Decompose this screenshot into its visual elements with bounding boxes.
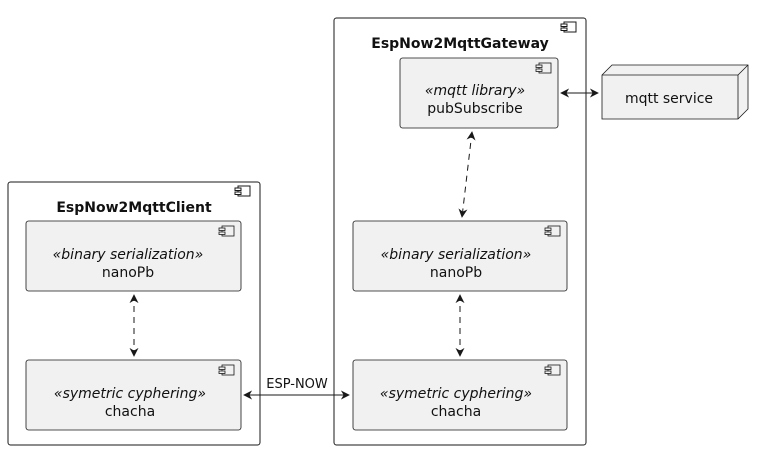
- component-stereotype: «mqtt library»: [425, 83, 525, 99]
- component-name: chacha: [431, 404, 481, 420]
- component-stereotype: «binary serialization»: [53, 247, 204, 263]
- component-gateway-pubsubscribe: «mqtt library» pubSubscribe: [399, 57, 559, 129]
- component-name: chacha: [105, 404, 155, 420]
- component-client-chacha: «symetric cyphering» chacha: [25, 359, 242, 431]
- edge-esp-now: ESP-NOW: [243, 377, 350, 400]
- node-name: mqtt service: [625, 91, 713, 107]
- component-icon: [234, 185, 251, 197]
- component-gateway-chacha: «symetric cyphering» chacha: [352, 359, 568, 431]
- component-icon: [218, 364, 235, 376]
- component-stereotype: «symetric cyphering»: [380, 386, 532, 402]
- node-mqtt-service: mqtt service: [601, 64, 749, 120]
- component-stereotype: «symetric cyphering»: [54, 386, 206, 402]
- component-stereotype: «binary serialization»: [381, 247, 532, 263]
- component-icon: [560, 21, 577, 33]
- component-name: nanoPb: [430, 265, 482, 281]
- component-client-nanopb: «binary serialization» nanoPb: [25, 220, 242, 292]
- edge-gateway-pubsub-nanopb: [458, 131, 476, 218]
- component-name: pubSubscribe: [427, 101, 522, 117]
- component-icon: [544, 364, 561, 376]
- edge-label-esp-now: ESP-NOW: [266, 377, 328, 392]
- component-name: nanoPb: [102, 265, 154, 281]
- component-icon: [544, 225, 561, 237]
- package-title: EspNow2MqttClient: [56, 200, 212, 216]
- component-icon: [218, 225, 235, 237]
- component-gateway-nanopb: «binary serialization» nanoPb: [352, 220, 568, 292]
- package-title: EspNow2MqttGateway: [371, 36, 548, 52]
- component-icon: [535, 62, 552, 74]
